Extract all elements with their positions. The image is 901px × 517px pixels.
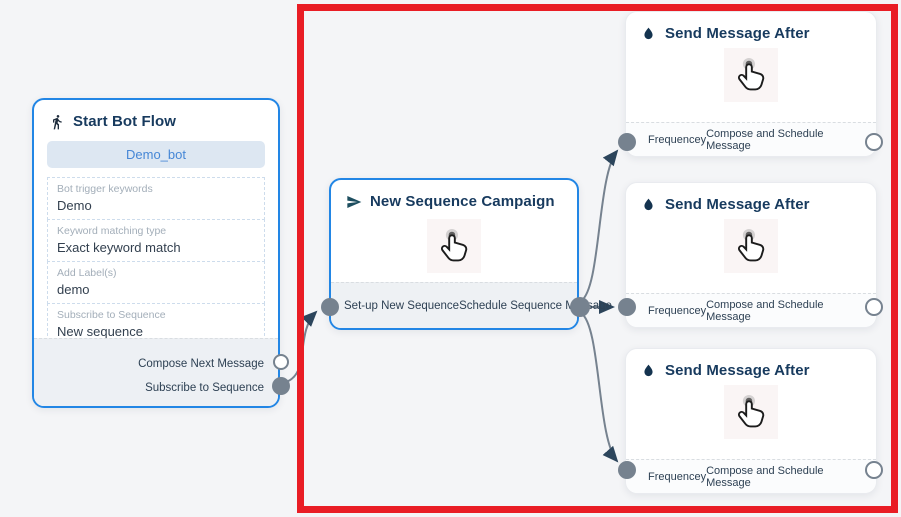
node-footer: Frequencey Compose and Schedule Message: [626, 293, 876, 327]
send-icon: [346, 193, 363, 210]
output-label-compose-and-schedule: Compose and Schedule Message: [706, 464, 824, 489]
field-label: Keyword matching type: [57, 225, 167, 237]
water-drop-icon: [641, 196, 658, 213]
node-header: Start Bot Flow: [34, 100, 278, 130]
new-sequence-campaign-node[interactable]: New Sequence Campaign Set-up New Sequenc…: [329, 178, 612, 330]
hand-pointer-icon[interactable]: [724, 48, 778, 102]
water-drop-icon: [641, 362, 658, 379]
field-keyword-matching-type[interactable]: Keyword matching type Exact keyword matc…: [47, 219, 265, 262]
node-title: Send Message After: [665, 362, 810, 379]
output-port-send-3[interactable]: [865, 461, 883, 479]
water-drop-icon: [641, 25, 658, 42]
node-title: New Sequence Campaign: [370, 193, 555, 210]
edge-campaign-to-send-1: [580, 149, 619, 302]
field-label: Bot trigger keywords: [57, 183, 153, 195]
output-label-compose-next-message: Compose Next Message: [138, 358, 264, 370]
input-port-campaign[interactable]: [321, 298, 339, 316]
field-add-labels[interactable]: Add Label(s) demo: [47, 261, 265, 304]
walking-person-icon: [49, 113, 66, 130]
send-message-after-node-1[interactable]: Send Message After Frequencey Compose an…: [625, 11, 877, 157]
field-label: Subscribe to Sequence: [57, 309, 166, 321]
input-label-frequencey: Frequencey: [648, 133, 707, 146]
input-port-send-1[interactable]: [618, 133, 636, 151]
output-port-send-2[interactable]: [865, 298, 883, 316]
node-footer: [34, 338, 278, 406]
node-footer: Frequencey Compose and Schedule Message: [626, 122, 876, 156]
output-port-subscribe-to-sequence[interactable]: [272, 377, 290, 395]
input-label-setup-new-sequence: Set-up New Sequence: [344, 299, 460, 312]
output-label-compose-and-schedule: Compose and Schedule Message: [706, 298, 824, 323]
edge-subscribe-to-campaign: [282, 310, 318, 384]
input-label-frequencey: Frequencey: [648, 470, 707, 483]
send-message-after-node-2[interactable]: Send Message After Frequencey Compose an…: [625, 182, 877, 328]
start-bot-flow-node[interactable]: Start Bot Flow Demo_bot Bot trigger keyw…: [32, 98, 280, 408]
hand-pointer-icon[interactable]: [427, 219, 481, 273]
output-port-send-1[interactable]: [865, 133, 883, 151]
node-title: Send Message After: [665, 196, 810, 213]
field-list: Bot trigger keywords Demo Keyword matchi…: [47, 177, 265, 346]
node-title: Start Bot Flow: [73, 113, 177, 130]
field-label: Add Label(s): [57, 267, 117, 279]
field-value: Exact keyword match: [57, 240, 181, 255]
input-port-send-3[interactable]: [618, 461, 636, 479]
field-value: New sequence: [57, 324, 143, 339]
node-header: Send Message After: [626, 349, 876, 379]
output-port-compose-next-message[interactable]: [273, 354, 289, 370]
field-value: Demo: [57, 198, 92, 213]
node-header: Send Message After: [626, 183, 876, 213]
output-label-compose-and-schedule: Compose and Schedule Message: [706, 127, 824, 152]
node-header: Send Message After: [626, 12, 876, 42]
bot-name-button[interactable]: Demo_bot: [47, 141, 265, 168]
node-footer: Set-up New Sequence Schedule Sequence Me…: [331, 282, 612, 328]
node-footer: Frequencey Compose and Schedule Message: [626, 459, 876, 493]
output-label-subscribe-to-sequence: Subscribe to Sequence: [145, 382, 264, 394]
input-label-frequencey: Frequencey: [648, 304, 707, 317]
output-port-campaign[interactable]: [570, 297, 590, 317]
hand-pointer-icon[interactable]: [724, 385, 778, 439]
node-header: New Sequence Campaign: [331, 180, 577, 210]
field-value: demo: [57, 282, 90, 297]
field-bot-trigger-keywords[interactable]: Bot trigger keywords Demo: [47, 177, 265, 220]
node-title: Send Message After: [665, 25, 810, 42]
send-message-after-node-3[interactable]: Send Message After Frequencey Compose an…: [625, 348, 877, 494]
hand-pointer-icon[interactable]: [724, 219, 778, 273]
edge-campaign-to-send-3: [580, 312, 619, 463]
input-port-send-2[interactable]: [618, 298, 636, 316]
